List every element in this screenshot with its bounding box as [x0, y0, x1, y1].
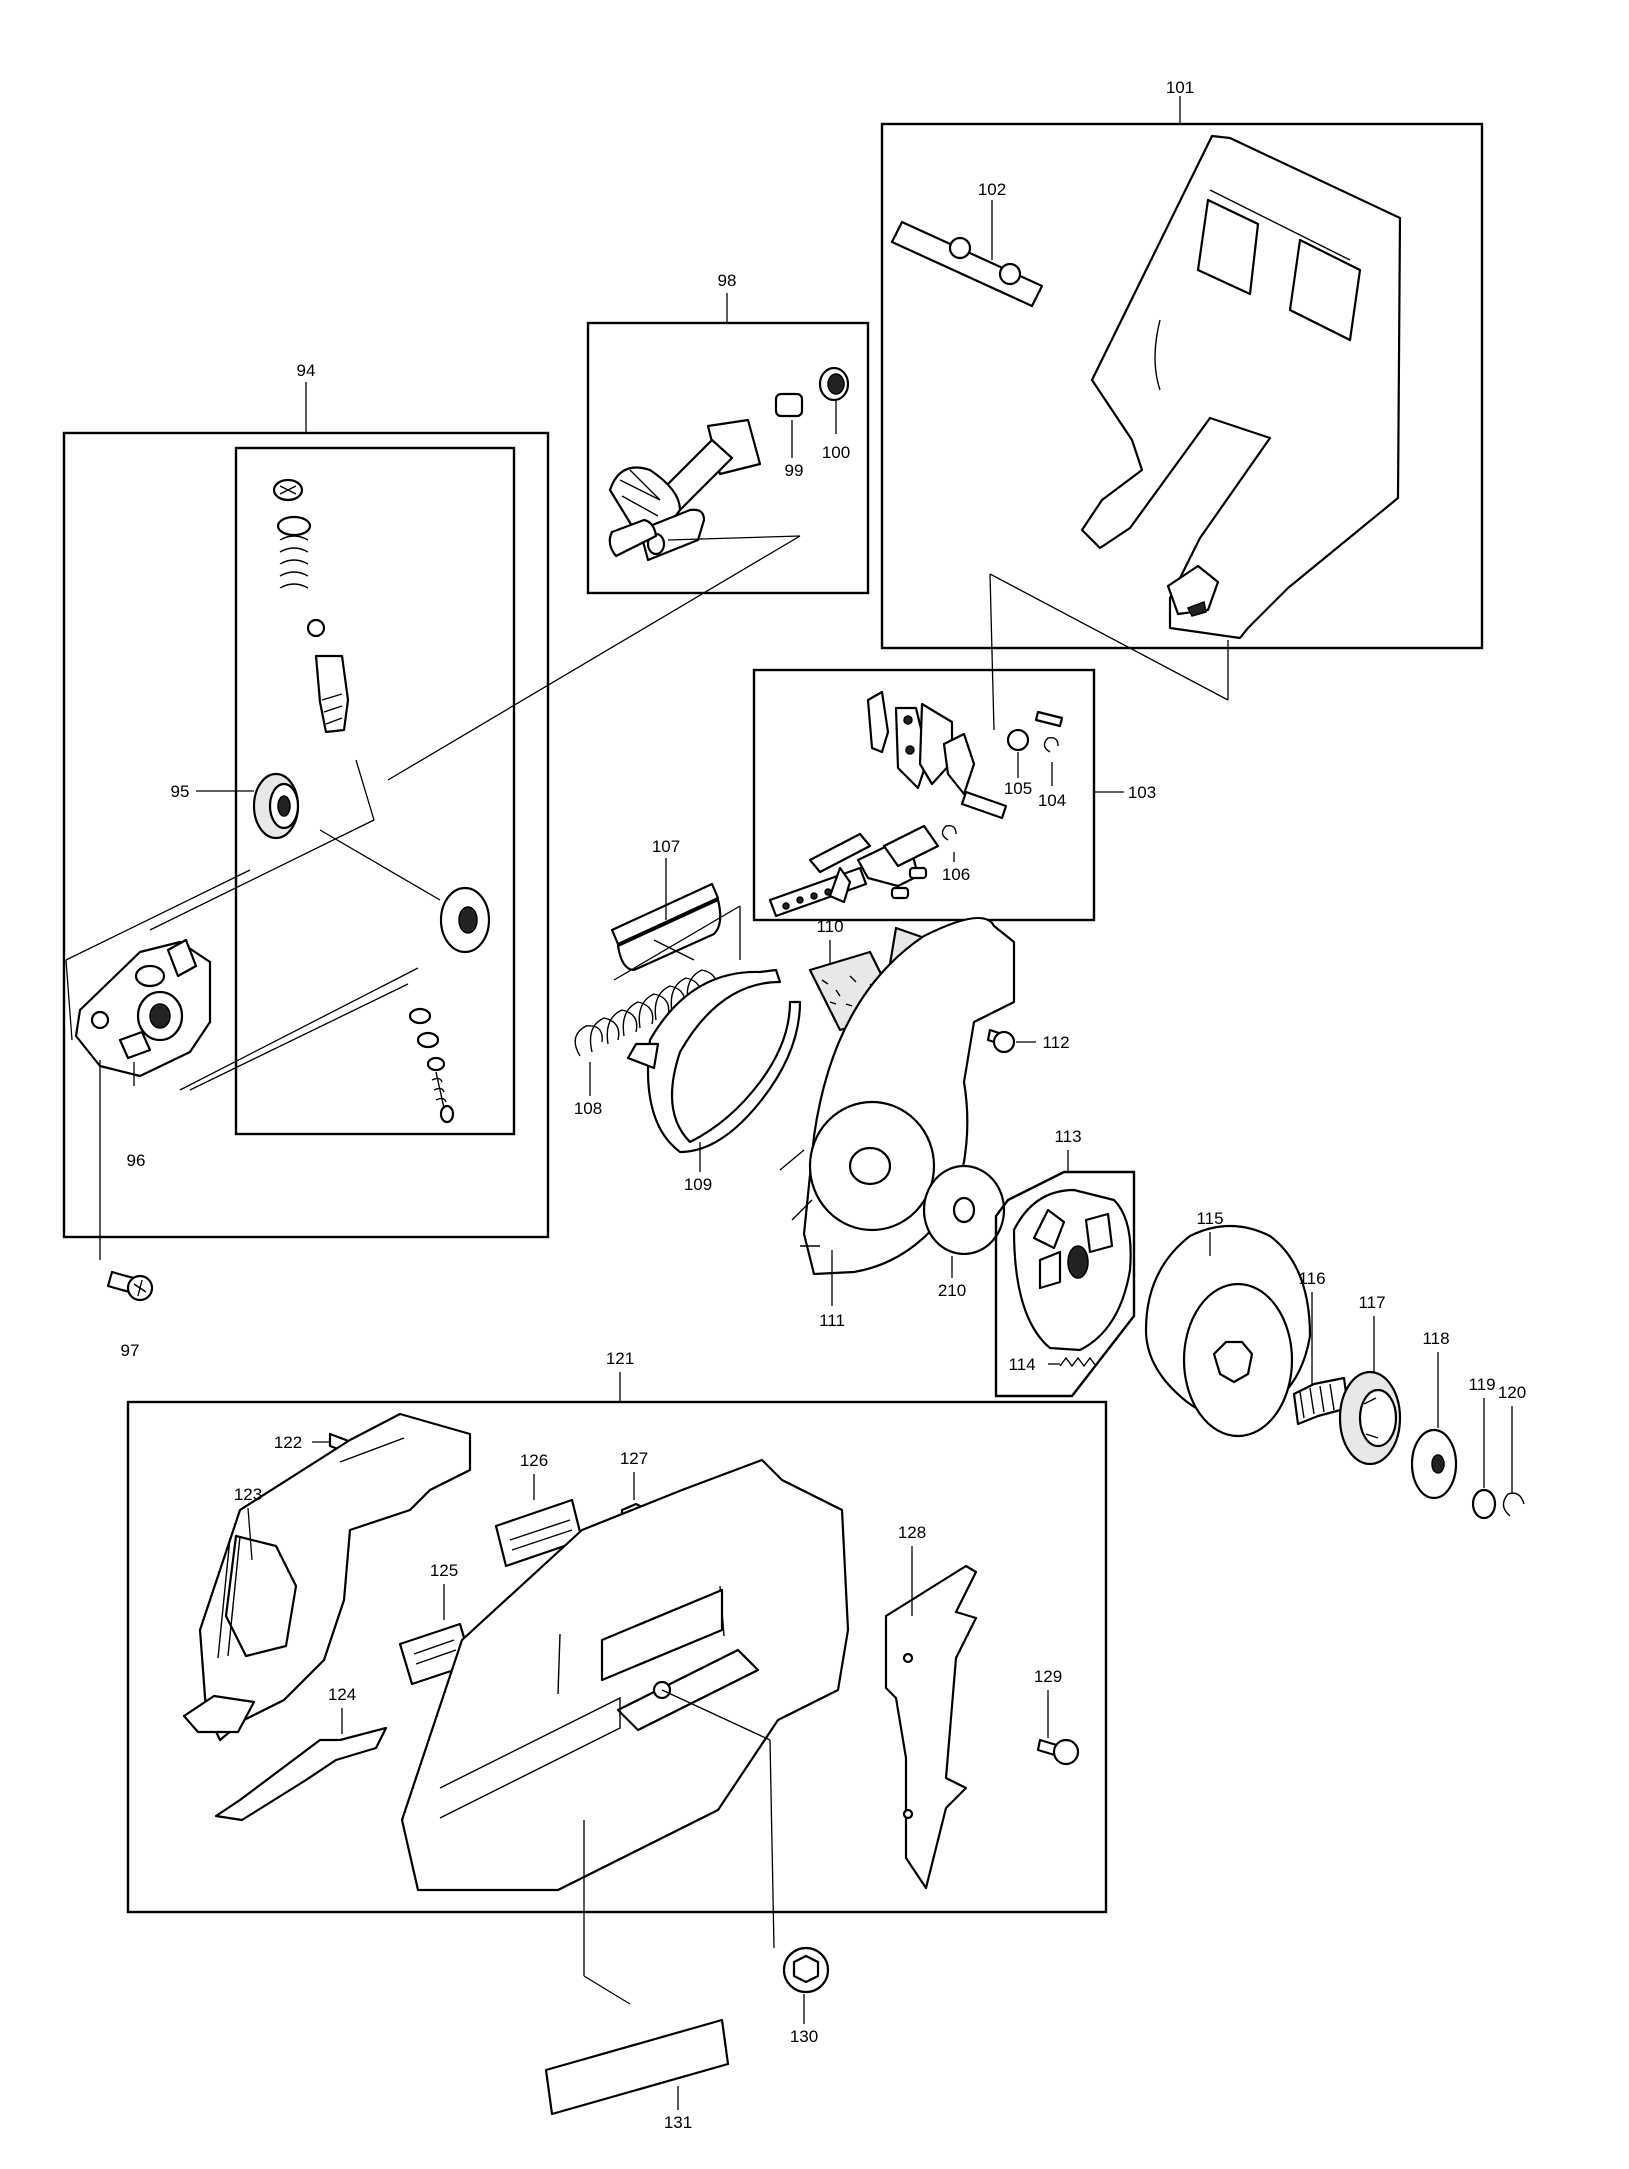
label-97: 97 — [121, 1341, 140, 1360]
group-94-frame — [62, 382, 550, 1239]
part-104-pin — [1034, 710, 1064, 786]
label-102: 102 — [978, 180, 1006, 199]
label-128: 128 — [898, 1523, 926, 1542]
label-123: 123 — [234, 1485, 262, 1504]
part-112-screw — [986, 1028, 1036, 1054]
part-labels: 94 95 96 97 98 99 100 101 102 103 104 10… — [121, 78, 1527, 2132]
label-116: 116 — [1298, 1269, 1325, 1288]
label-120: 120 — [1498, 1383, 1526, 1402]
part-130-nut — [661, 1689, 830, 2024]
part-123-chain-catcher — [182, 1412, 472, 1742]
label-101: 101 — [1166, 78, 1194, 97]
label-121: 121 — [606, 1349, 634, 1368]
label-100: 100 — [822, 443, 850, 462]
label-122: 122 — [274, 1433, 302, 1452]
part-99-bushing — [774, 392, 804, 458]
part-117-rim-sprocket — [1338, 1316, 1402, 1466]
part-210-washer — [922, 1164, 1006, 1278]
part-111-clutch-cover — [779, 916, 1016, 1306]
label-118: 118 — [1422, 1329, 1449, 1348]
part-118-washer — [1410, 1352, 1458, 1500]
label-117: 117 — [1358, 1293, 1385, 1312]
label-210: 210 — [938, 1281, 966, 1300]
part-103-linkage — [768, 690, 1008, 918]
part-107-sleeve — [610, 858, 722, 972]
part-98-oil-hose — [608, 418, 801, 562]
part-126-slider — [494, 1474, 584, 1568]
part-121-sprocket-cover — [400, 1458, 850, 1892]
label-110: 110 — [816, 917, 843, 936]
label-127: 127 — [620, 1449, 648, 1468]
part-105-ring — [1006, 728, 1030, 778]
label-130: 130 — [790, 2027, 818, 2046]
label-105: 105 — [1004, 779, 1032, 798]
part-97-screw — [99, 1060, 154, 1302]
label-94: 94 — [297, 361, 316, 380]
part-96-plunger — [118, 1030, 152, 1086]
part-131-label — [544, 1820, 730, 2116]
part-120-circlip — [1502, 1406, 1525, 1517]
leader-101-to-103c — [989, 573, 995, 731]
label-131: 131 — [664, 2113, 692, 2132]
label-99: 99 — [785, 461, 804, 480]
part-113-clutch — [1012, 1188, 1132, 1352]
label-126: 126 — [520, 1451, 548, 1470]
part-106-clip — [941, 824, 957, 862]
leader-98-to-pump — [387, 535, 801, 781]
label-104: 104 — [1038, 791, 1066, 810]
part-129-screw — [1036, 1690, 1080, 1766]
label-111: 111 — [819, 1311, 845, 1330]
group-103-frame — [752, 668, 1124, 922]
part-100-filter — [818, 366, 850, 434]
part-124-plate — [214, 1708, 388, 1822]
part-115-drum — [1144, 1224, 1312, 1438]
label-113: 113 — [1054, 1127, 1081, 1146]
label-98: 98 — [718, 271, 737, 290]
part-128-spike — [884, 1546, 978, 1890]
label-114: 114 — [1008, 1355, 1035, 1374]
label-112: 112 — [1042, 1033, 1069, 1052]
group-113-frame — [994, 1150, 1136, 1398]
group-98-frame — [586, 293, 870, 595]
label-129: 129 — [1034, 1667, 1062, 1686]
label-96: 96 — [127, 1151, 146, 1170]
group-121-frame — [126, 1372, 1108, 1914]
label-106: 106 — [942, 865, 970, 884]
part-109-brake-band — [626, 968, 802, 1172]
part-119-washer — [1471, 1398, 1497, 1520]
part-95-oil-pump-assembly — [65, 478, 491, 1124]
leader-101-to-103 — [989, 573, 1229, 701]
part-114-spring — [1048, 1356, 1097, 1368]
part-108-spring — [574, 905, 741, 1096]
label-115: 115 — [1196, 1209, 1223, 1228]
part-102-pin — [890, 200, 1044, 308]
label-107: 107 — [652, 837, 680, 856]
part-101-hand-guard — [1080, 134, 1402, 640]
label-109: 109 — [684, 1175, 712, 1194]
label-119: 119 — [1468, 1375, 1495, 1394]
label-95: 95 — [171, 782, 190, 801]
label-125: 125 — [430, 1561, 458, 1580]
group-101-frame — [880, 96, 1484, 650]
label-103: 103 — [1128, 783, 1156, 802]
label-124: 124 — [328, 1685, 356, 1704]
label-108: 108 — [574, 1099, 602, 1118]
